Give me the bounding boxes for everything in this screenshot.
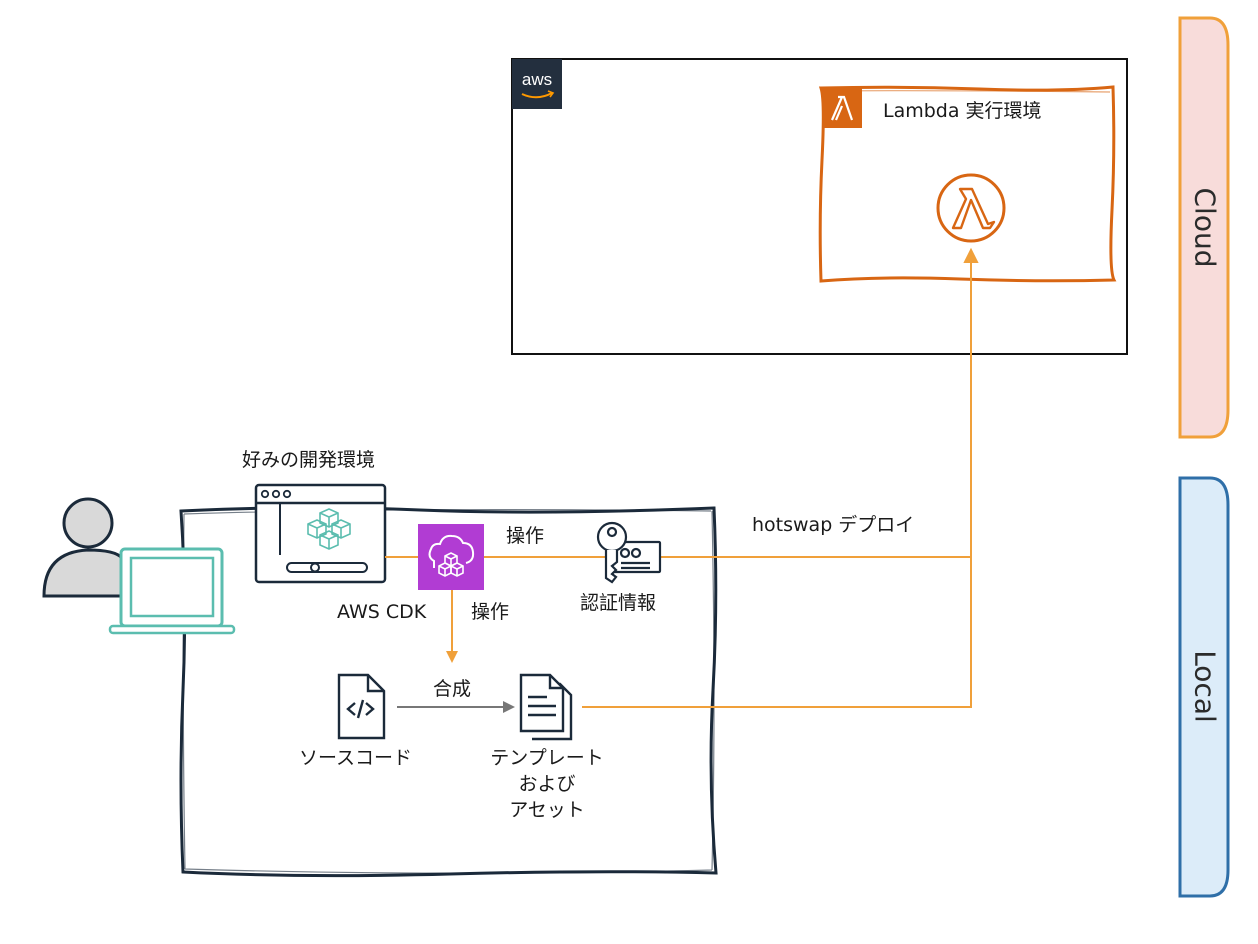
source-code-label: ソースコード [299, 747, 413, 769]
lambda-environment-label: Lambda 実行環境 [883, 100, 1042, 122]
local-zone [1178, 476, 1230, 898]
cloud-zone-label: Cloud [1188, 187, 1222, 268]
cloud-zone [1178, 16, 1230, 439]
synth-arrow [397, 701, 515, 713]
hotswap-line [582, 247, 979, 708]
hotswap-label: hotswap デプロイ [752, 514, 915, 536]
local-dev-box [179, 506, 718, 878]
key-certificate-icon [596, 521, 662, 584]
laptop-icon [108, 547, 236, 635]
operate-label-vertical: 操作 [471, 601, 510, 623]
ide-window-icon [254, 483, 387, 584]
document-icon [519, 673, 573, 741]
template-label-line-1: テンプレート [490, 747, 604, 769]
credentials-label: 認証情報 [580, 592, 657, 614]
ide-label: 好みの開発環境 [242, 449, 376, 471]
operate-line-vertical [446, 590, 458, 663]
operate-label-horizontal: 操作 [506, 525, 545, 547]
template-label-line-3: アセット [509, 799, 585, 821]
cdk-icon [418, 524, 484, 590]
aws-logo-icon: aws [512, 59, 562, 109]
svg-text:aws: aws [522, 70, 552, 89]
template-label-line-2: および [518, 773, 576, 795]
lambda-small-icon [822, 88, 862, 128]
local-zone-label: Local [1188, 650, 1222, 723]
synth-label: 合成 [433, 678, 472, 700]
source-code-icon [337, 673, 386, 740]
user-icon [42, 497, 124, 598]
lambda-function-icon [936, 173, 1006, 243]
cdk-label: AWS CDK [337, 601, 427, 623]
